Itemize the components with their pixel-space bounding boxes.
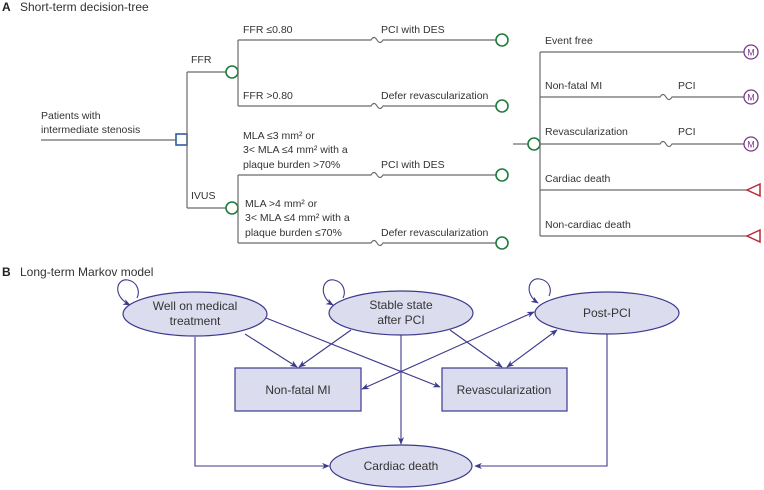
event-label: Revascularization (545, 126, 628, 138)
self-loop-well-icon (117, 279, 139, 306)
panel-b-letter: B (2, 265, 11, 279)
ffr-branch2-label: FFR >0.80 (243, 90, 293, 102)
self-loop-postpci-icon (528, 278, 551, 304)
state-stable-line1: Stable state (369, 298, 433, 312)
state-well-line1: Well on medical (153, 299, 237, 313)
ivus-branch1-line3: plaque burden >70% (243, 159, 340, 171)
transition-arrows (117, 278, 608, 470)
terminal-node-icon (745, 228, 761, 244)
arrow-revasc-postpci (506, 329, 558, 368)
state-mi-label: Non-fatal MI (265, 383, 330, 397)
ivus-branch2-line1: MLA >4 mm² or (245, 198, 318, 210)
root-label-line2: intermediate stenosis (41, 124, 140, 136)
state-post-pci-label: Post-PCI (583, 306, 631, 320)
state-death-label: Cardiac death (364, 459, 439, 473)
arrow-stable-to-revasc (449, 329, 503, 368)
ffr-label: FFR (191, 54, 212, 66)
event-label: Non-fatal MI (545, 80, 602, 92)
ivus-branch2-line2: 3< MLA ≤4 mm² with a (245, 212, 350, 224)
ivus-branch1-line (238, 171, 496, 179)
state-revasc-label: Revascularization (457, 383, 552, 397)
panel-a-letter: A (2, 0, 11, 14)
ffr-branch1-outcome: PCI with DES (381, 24, 445, 36)
state-non-fatal-mi: Non-fatal MI (234, 367, 362, 412)
markov-node-icon (743, 89, 759, 105)
arrow-mi-postpci (361, 311, 535, 390)
ivus-branch1-line2: 3< MLA ≤4 mm² with a (243, 144, 348, 156)
ivus-branch1-line1: MLA ≤3 mm² or (243, 130, 315, 142)
state-revascularization: Revascularization (441, 367, 568, 412)
markov-node-icon (743, 44, 759, 60)
self-loop-stable-icon (322, 279, 345, 306)
ffr-branch1-label: FFR ≤0.80 (243, 24, 293, 36)
arrow-well-to-death (194, 337, 330, 470)
arrow-stable-to-mi (298, 329, 352, 368)
state-stable-line2: after PCI (377, 313, 424, 327)
state-well-line2: treatment (170, 314, 221, 328)
ivus-branch1-outcome: PCI with DES (381, 159, 445, 171)
ivus-branch2-outcome: Defer revascularization (381, 227, 489, 239)
markov-node-icon (743, 136, 759, 152)
event-row: Cardiac death (540, 173, 761, 198)
ffr-branch1-line (238, 36, 496, 44)
state-cardiac-death: Cardiac death (329, 444, 473, 488)
terminal-node-icon (745, 182, 761, 198)
ffr-chance-node-icon (225, 65, 239, 79)
event-row: Non-cardiac death (540, 219, 761, 244)
ffr-branch2-line (238, 102, 496, 110)
ffr-outcome1-chance-icon (495, 33, 509, 47)
arrow-postpci-to-death (474, 333, 608, 470)
root-label-line1: Patients with (41, 110, 101, 122)
panel-b-title: Long-term Markov model (20, 265, 153, 279)
state-post-pci: Post-PCI (534, 291, 680, 335)
event-label: Event free (545, 35, 593, 47)
ffr-outcome2-chance-icon (495, 99, 509, 113)
state-stable-after-pci: Stable state after PCI (328, 290, 474, 336)
event-row: Event free M (540, 35, 759, 60)
event-label: Cardiac death (545, 173, 611, 185)
event-row: Non-fatal MI PCI M (540, 80, 759, 105)
event-chance-node-icon (527, 137, 541, 151)
ivus-outcome2-chance-icon (495, 236, 509, 250)
ivus-label: IVUS (191, 190, 216, 202)
event-sub-label: PCI (678, 80, 696, 92)
ivus-branch2-line (238, 239, 496, 247)
ffr-branch2-outcome: Defer revascularization (381, 90, 489, 102)
ivus-chance-node-icon (225, 201, 239, 215)
ivus-outcome1-chance-icon (495, 168, 509, 182)
markov-symbol: M (747, 93, 755, 103)
panel-a-title: Short-term decision-tree (20, 0, 149, 14)
decision-node-icon (175, 133, 188, 146)
markov-symbol: M (747, 140, 755, 150)
event-row: Revascularization PCI M (540, 126, 759, 152)
markov-symbol: M (747, 48, 755, 58)
event-sub-label: PCI (678, 126, 696, 138)
state-well-on-medical: Well on medical treatment (122, 291, 268, 337)
ivus-branch2-line3: plaque burden ≤70% (245, 227, 342, 239)
arrow-well-to-mi (244, 333, 298, 368)
event-label: Non-cardiac death (545, 219, 631, 231)
